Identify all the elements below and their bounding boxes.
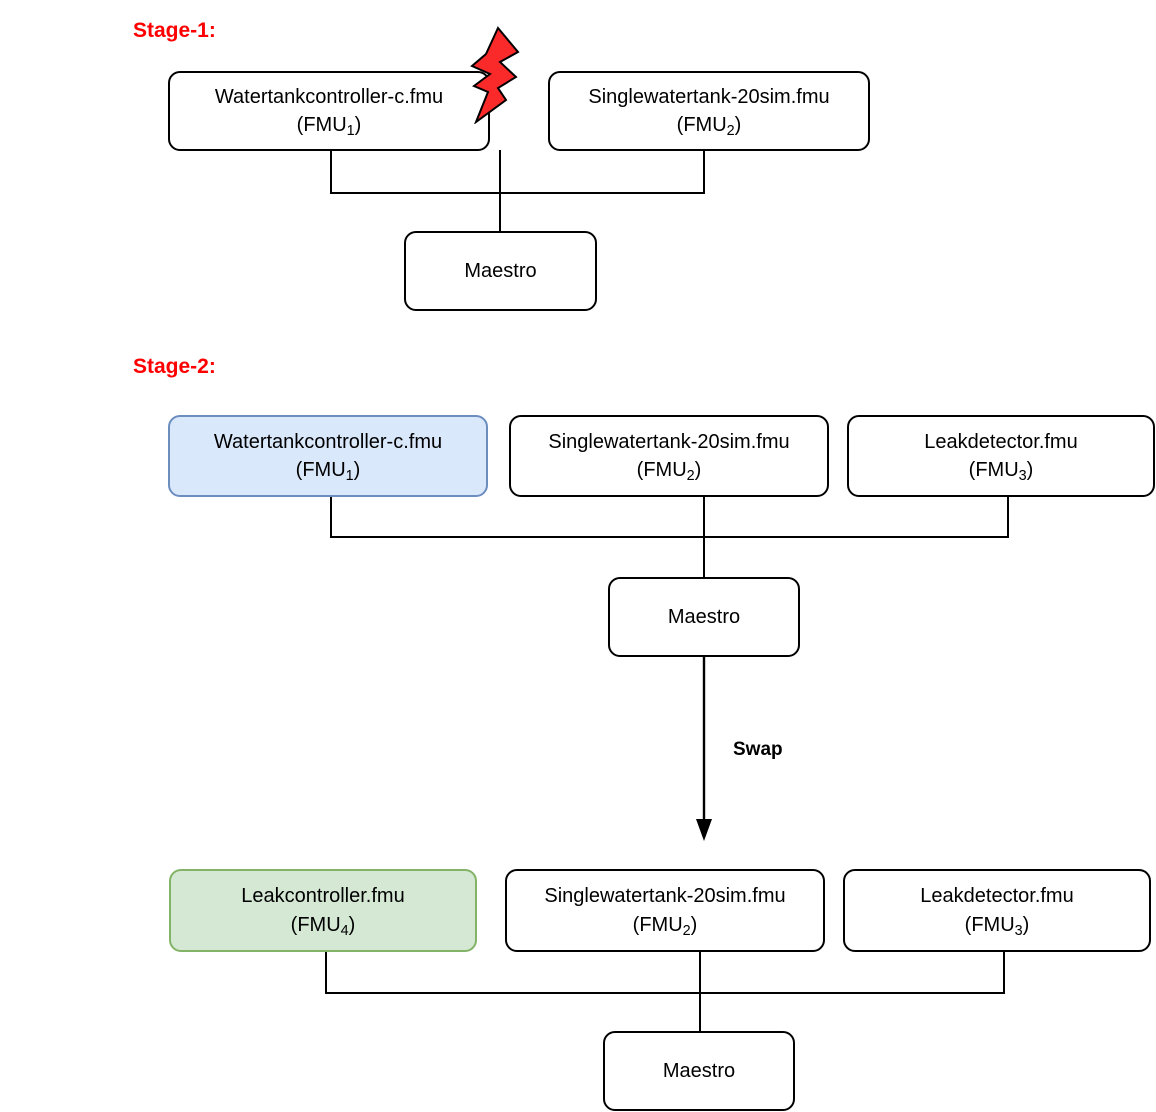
down-arrow-icon: [696, 657, 712, 841]
fmu-node-stage1-2[interactable]: Singlewatertank-20sim.fmu (FMU2): [548, 71, 870, 151]
fmu-node-name: Leakcontroller.fmu: [241, 885, 405, 908]
fmu-node-stage1-1[interactable]: Watertankcontroller-c.fmu (FMU1): [168, 71, 490, 151]
wire-stage2b-bus: [325, 992, 1005, 994]
wire-stage2b-drop-to-maestro: [699, 950, 701, 1032]
lightning-bolt-icon: [470, 26, 520, 124]
fmu-node-stage2-before-1[interactable]: Watertankcontroller-c.fmu (FMU1): [168, 415, 488, 497]
fmu-node-id: (FMU2): [636, 459, 702, 485]
wire-stage2a-bus: [330, 536, 1009, 538]
wire-stage1-bus: [330, 192, 705, 194]
wire-stage2b-right-riser: [1003, 950, 1005, 994]
fmu-node-name: Watertankcontroller-c.fmu: [214, 85, 444, 108]
wire-stage1-right-riser: [703, 150, 705, 194]
wire-stage2a-left-riser: [330, 496, 332, 538]
wire-stage2a-drop-to-maestro: [703, 496, 705, 578]
fmu-node-name: Singlewatertank-20sim.fmu: [548, 430, 790, 453]
maestro-node-stage1[interactable]: Maestro: [404, 231, 597, 311]
wire-stage1-left-riser: [330, 150, 332, 194]
fmu-node-stage2-after-2[interactable]: Singlewatertank-20sim.fmu (FMU2): [505, 869, 825, 952]
fmu-node-id: (FMU3): [964, 913, 1030, 939]
fmu-node-id: (FMU3): [968, 459, 1034, 485]
fmu-node-name: Watertankcontroller-c.fmu: [213, 430, 443, 453]
maestro-node-stage2-before[interactable]: Maestro: [608, 577, 800, 657]
stage-1-label: Stage-1:: [133, 19, 216, 42]
stage-2-label: Stage-2:: [133, 355, 216, 378]
fmu-node-stage2-after-3[interactable]: Leakdetector.fmu (FMU3): [843, 869, 1151, 952]
fmu-node-name: Singlewatertank-20sim.fmu: [544, 885, 786, 908]
fmu-node-stage2-before-3[interactable]: Leakdetector.fmu (FMU3): [847, 415, 1155, 497]
maestro-label: Maestro: [667, 605, 741, 628]
wire-stage2b-left-riser: [325, 950, 327, 994]
fmu-node-stage2-after-1[interactable]: Leakcontroller.fmu (FMU4): [169, 869, 477, 952]
fmu-node-id: (FMU4): [290, 913, 356, 939]
fmu-node-id: (FMU1): [296, 114, 362, 140]
maestro-label: Maestro: [464, 259, 537, 282]
swap-label: Swap: [733, 739, 783, 760]
wire-stage2a-right-riser: [1007, 496, 1009, 538]
fmu-node-id: (FMU1): [295, 459, 361, 485]
maestro-node-stage2-after[interactable]: Maestro: [603, 1031, 795, 1111]
wire-stage1-drop-to-maestro: [499, 150, 501, 232]
fmu-node-name: Leakdetector.fmu: [924, 430, 1078, 453]
fmu-node-id: (FMU2): [676, 114, 742, 140]
fmu-node-stage2-before-2[interactable]: Singlewatertank-20sim.fmu (FMU2): [509, 415, 829, 497]
fmu-node-name: Singlewatertank-20sim.fmu: [588, 85, 830, 108]
maestro-label: Maestro: [662, 1059, 736, 1082]
fmu-node-name: Leakdetector.fmu: [920, 885, 1074, 908]
fmu-node-id: (FMU2): [632, 913, 698, 939]
